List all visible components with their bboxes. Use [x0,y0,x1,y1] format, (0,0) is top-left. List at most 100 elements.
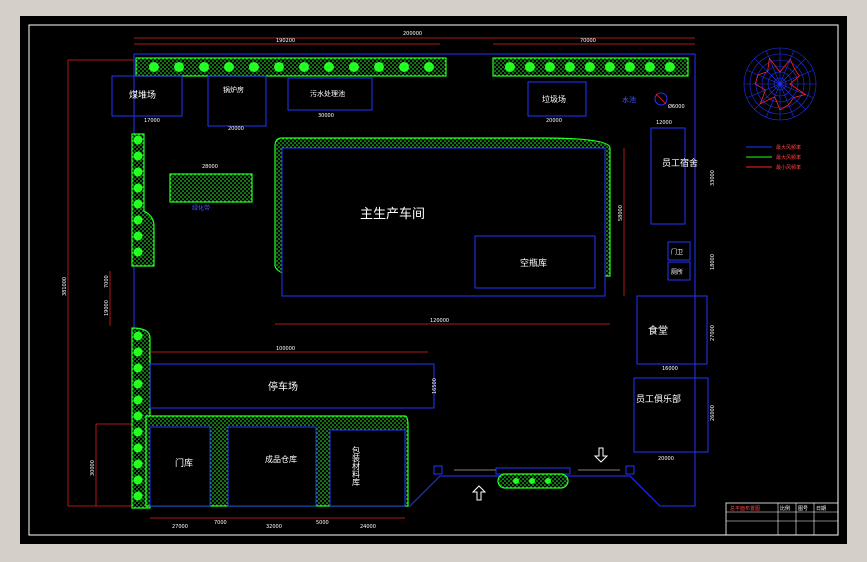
tree-icon [424,62,434,72]
svg-text:20000: 20000 [228,126,244,132]
empty-bottle-store[interactable] [474,235,596,289]
sewage-label: 污水处理池 [310,89,345,98]
tree-icon [605,62,615,72]
finished-goods-warehouse[interactable] [227,426,317,507]
drawing-canvas[interactable]: 200000 190200 70000 381000 19000 7000 30… [20,16,847,544]
tree-icon [324,62,334,72]
tree-icon [133,491,143,501]
parking-lot[interactable] [149,363,435,409]
water-pool[interactable] [654,92,668,106]
svg-text:190200: 190200 [276,38,295,44]
svg-text:70000: 70000 [580,38,596,44]
tree-icon [545,62,555,72]
svg-text:比例: 比例 [780,505,790,512]
boiler-label: 锅炉房 [223,85,244,94]
svg-text:16000: 16000 [662,366,678,372]
empty-bottle-label: 空瓶库 [520,257,547,269]
svg-text:100000: 100000 [276,346,295,352]
svg-text:30000: 30000 [318,113,334,119]
tree-icon [374,62,384,72]
sewage-pool[interactable] [287,77,373,111]
svg-text:5000: 5000 [316,520,329,526]
svg-text:17000: 17000 [144,118,160,124]
canteen-label: 食堂 [648,324,668,337]
tree-icon [505,62,515,72]
coal-yard-label: 煤堆场 [129,89,156,101]
svg-text:200000: 200000 [403,31,422,37]
guard-house[interactable] [667,241,691,261]
tree-icon [133,231,143,241]
tree-icon [399,62,409,72]
tree-icon [224,62,234,72]
staff-dormitory[interactable] [650,127,686,225]
svg-text:20000: 20000 [546,118,562,124]
green-belt-top-left [135,57,447,77]
tree-icon [149,62,159,72]
tree-icon [133,395,143,405]
waste-label: 垃圾场 [542,94,566,104]
main-workshop[interactable] [281,147,606,297]
svg-text:381000: 381000 [62,277,68,296]
svg-text:120000: 120000 [430,318,449,324]
tree-icon [174,62,184,72]
svg-text:图号: 图号 [798,506,808,512]
exit-arrow-icon [593,447,609,463]
coal-yard[interactable] [111,75,183,117]
svg-text:包装材料库: 包装材料库 [352,445,361,487]
boiler-house[interactable] [207,75,267,127]
svg-text:厕所: 厕所 [671,268,683,276]
tree-icon [249,62,259,72]
tree-row-top [149,62,675,72]
top-dimensions: 200000 190200 70000 [134,31,695,45]
svg-text:27000: 27000 [710,325,716,341]
staff-club[interactable] [633,377,709,453]
club-label: 员工俱乐部 [636,393,681,405]
svg-text:7000: 7000 [104,275,110,288]
tree-icon [133,135,143,145]
drawing-frame [28,24,839,536]
svg-text:30000: 30000 [90,460,96,476]
svg-text:58000: 58000 [618,205,624,221]
svg-text:20000: 20000 [658,456,674,462]
tree-icon [199,62,209,72]
tree-icon [565,62,575,72]
tree-icon [645,62,655,72]
svg-text:绿化带: 绿化带 [192,204,210,212]
legend: 最大风频率 最大风频率 最小风频率 [746,144,801,171]
svg-text:最大风频率: 最大风频率 [776,154,801,161]
main-gate[interactable] [433,465,635,489]
left-dimensions: 381000 19000 7000 30000 [62,59,148,507]
tree-icon [133,183,143,193]
wind-rose [743,47,817,121]
svg-text:32000: 32000 [266,524,282,530]
tree-row-left [133,135,143,501]
svg-text:门库: 门库 [175,457,193,469]
canteen[interactable] [636,295,708,365]
warehouse[interactable] [149,426,211,507]
dormitory-label: 员工宿舍 [662,157,698,169]
tree-icon [133,427,143,437]
svg-text:水池: 水池 [622,95,636,104]
tree-icon [133,379,143,389]
tree-icon [625,62,635,72]
tree-icon [133,459,143,469]
svg-text:成品仓库: 成品仓库 [265,454,297,464]
wind-frequency-curve [754,57,807,111]
svg-text:总平面布置图: 总平面布置图 [730,505,760,512]
toilet[interactable] [667,261,691,281]
svg-text:19000: 19000 [104,300,110,316]
main-workshop-label: 主生产车间 [360,206,425,222]
svg-text:28000: 28000 [202,164,218,170]
waste-yard[interactable] [527,81,587,117]
packaging-warehouse[interactable] [329,429,406,507]
title-block: 总平面布置图 比例 图号 日期 [725,502,839,536]
tree-icon [133,347,143,357]
svg-text:12000: 12000 [656,120,672,126]
tree-icon [133,167,143,177]
svg-text:7000: 7000 [214,520,227,526]
svg-text:Ø6000: Ø6000 [668,103,685,110]
tree-icon [665,62,675,72]
svg-text:24000: 24000 [360,524,376,530]
green-area[interactable] [169,173,253,203]
